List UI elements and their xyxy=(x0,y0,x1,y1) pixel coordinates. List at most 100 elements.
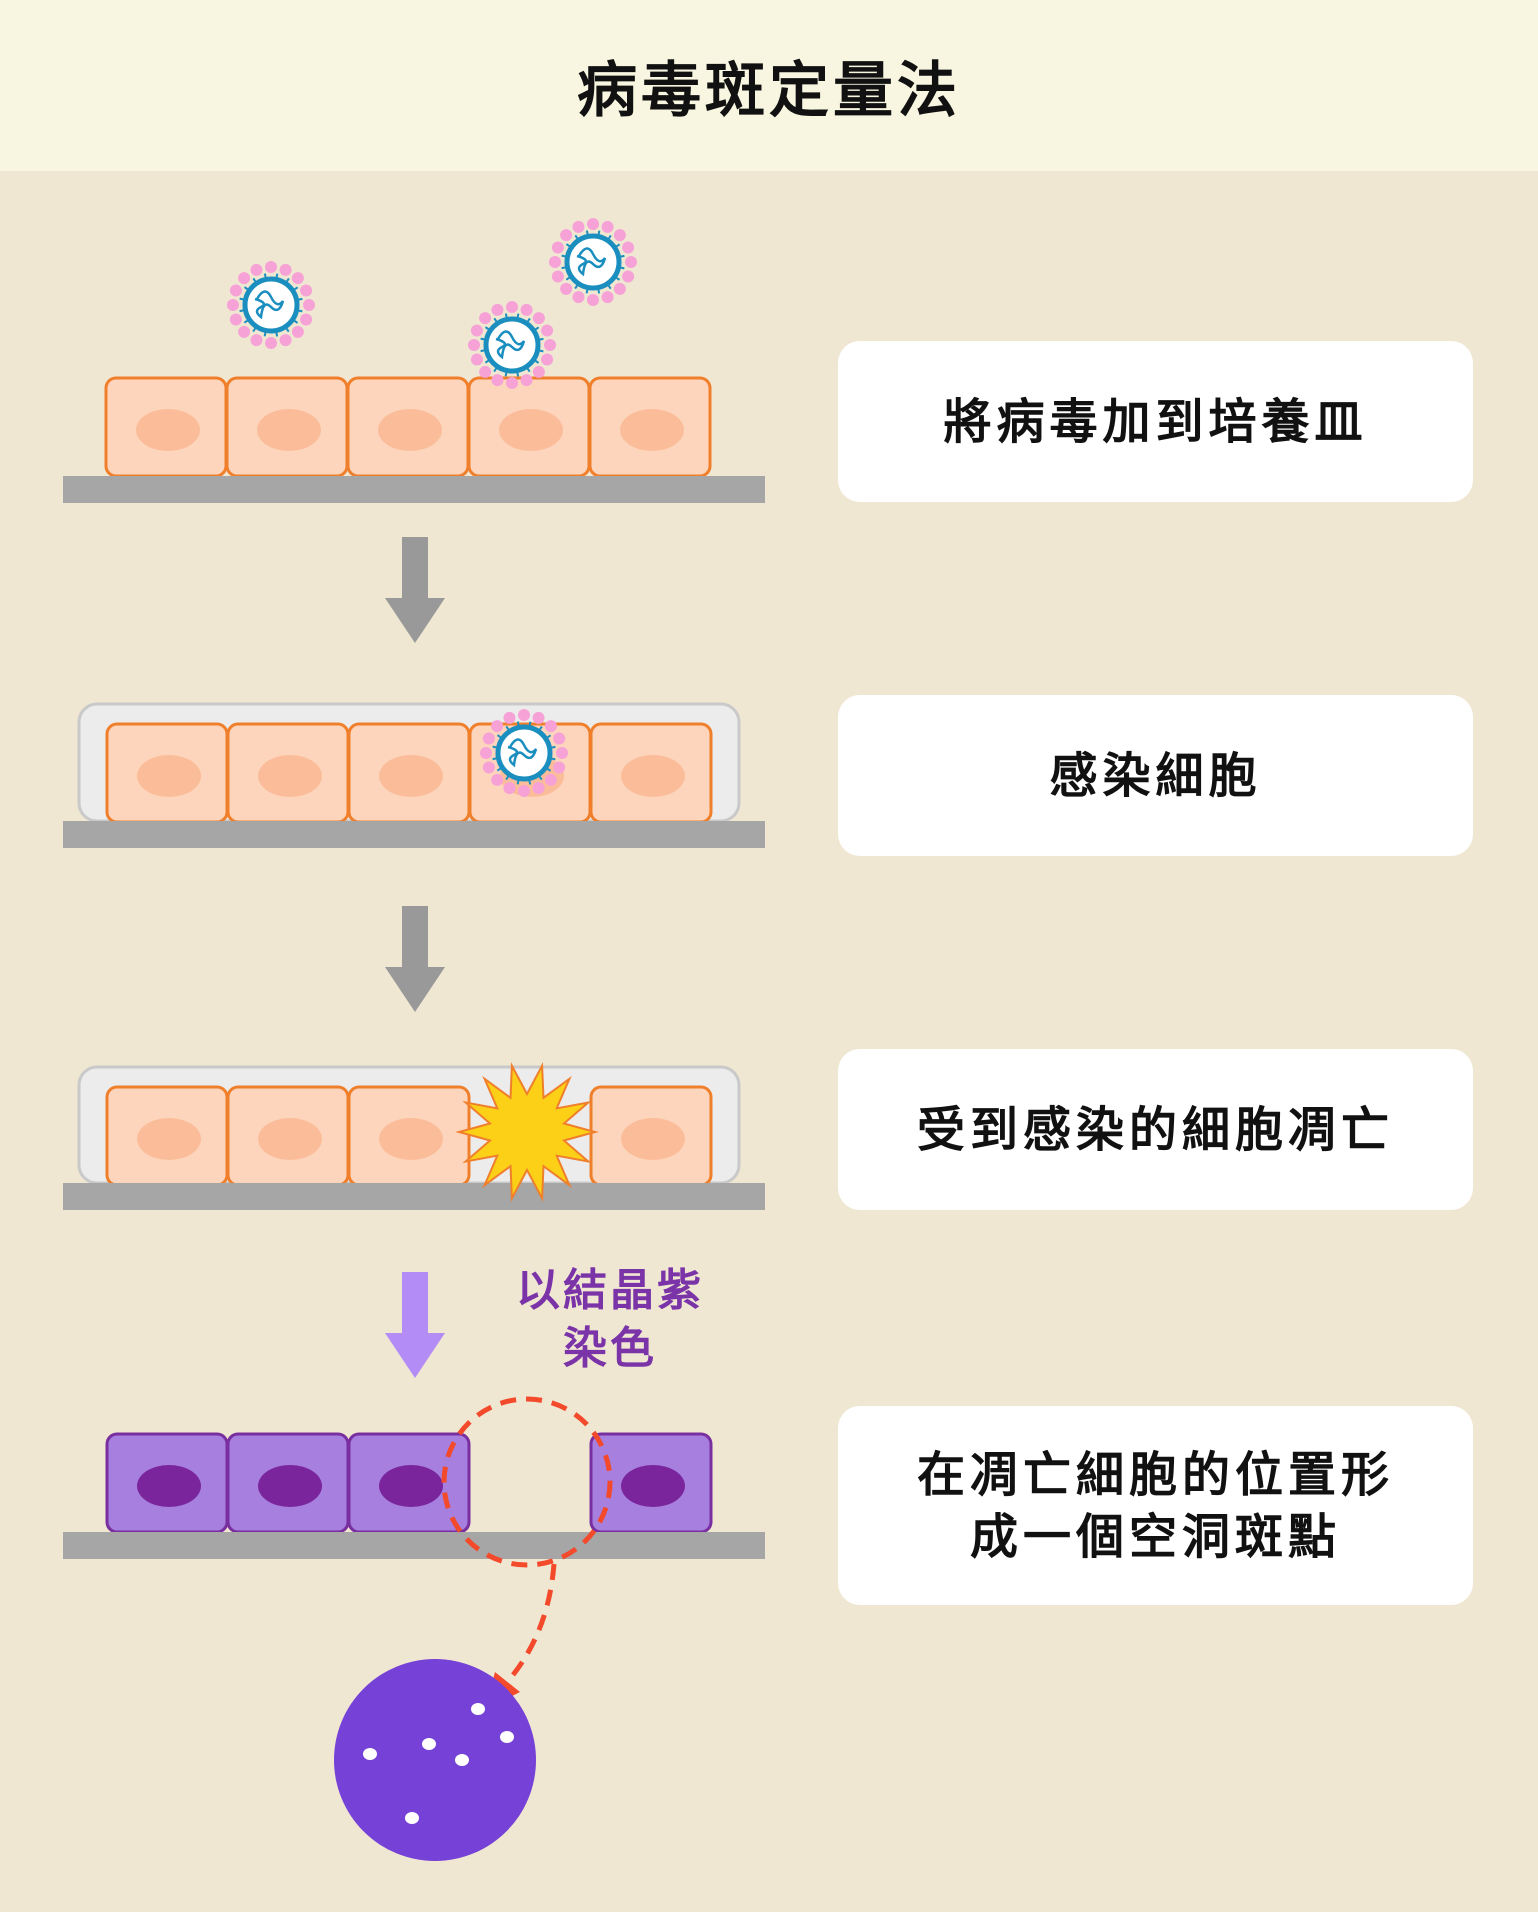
virus-genome xyxy=(507,738,538,768)
virus-spike xyxy=(482,761,495,774)
cell xyxy=(588,376,712,478)
plaque-dot xyxy=(471,1703,485,1715)
virus-spike xyxy=(556,747,568,759)
cell xyxy=(589,722,713,824)
virus-icon xyxy=(227,261,315,349)
cell-nucleus xyxy=(258,1465,322,1507)
cell xyxy=(225,376,349,478)
step-3-box: 受到感染的細胞凋亡 xyxy=(838,1049,1473,1210)
step-2-box: 感染細胞 xyxy=(838,695,1473,856)
stain-arrow-icon xyxy=(385,1272,445,1378)
step-1-box: 將病毒加到培養皿 xyxy=(838,341,1473,502)
stained-cell xyxy=(347,1432,471,1534)
virus-spike xyxy=(491,720,504,733)
virus-icon xyxy=(468,301,556,389)
down-arrow-icon xyxy=(385,906,445,1012)
cell-nucleus xyxy=(378,409,442,451)
cell-nucleus xyxy=(499,409,563,451)
virus-spike xyxy=(470,353,483,366)
step-4-label-line1: 在凋亡細胞的位置形 xyxy=(916,1446,1394,1503)
stain-label: 以結晶紫 染色 xyxy=(480,1262,740,1378)
virus-spike xyxy=(532,782,545,795)
cell xyxy=(105,1085,229,1187)
virus-spike xyxy=(479,365,492,378)
virus-spike xyxy=(553,732,566,745)
virus-spike xyxy=(503,782,516,795)
virus-spike xyxy=(587,294,599,306)
virus-spike xyxy=(572,220,585,233)
virus-spike xyxy=(238,272,251,285)
dashed-pointer xyxy=(498,1563,557,1692)
virus-spike xyxy=(491,773,504,786)
virus-spike xyxy=(482,732,495,745)
virus-spike xyxy=(560,282,573,295)
cell xyxy=(105,722,229,824)
virus-spike xyxy=(229,313,242,326)
plaque-dot xyxy=(500,1731,514,1743)
virus-spike xyxy=(601,220,614,233)
cell xyxy=(589,1085,713,1187)
virus-spike xyxy=(551,241,564,254)
plaque-dot xyxy=(422,1738,436,1750)
virus-capsid xyxy=(483,316,541,374)
stained-cell xyxy=(105,1432,229,1534)
plate xyxy=(63,476,765,503)
virus-genome xyxy=(254,290,285,320)
stain-label-line1: 以結晶紫 xyxy=(516,1265,704,1316)
virus-spike xyxy=(551,270,564,283)
title-band: 病毒斑定量法 xyxy=(0,0,1538,171)
virus-spike xyxy=(544,720,557,733)
virus-spike xyxy=(227,299,239,311)
cell xyxy=(347,722,471,824)
step-3-label: 受到感染的細胞凋亡 xyxy=(916,1101,1394,1158)
virus-spike xyxy=(506,301,518,313)
virus-spike xyxy=(468,339,480,351)
virus-spike xyxy=(518,709,530,721)
virus-genome xyxy=(495,330,526,360)
cell-nucleus xyxy=(257,409,321,451)
virus-spike xyxy=(572,291,585,304)
virus-spike xyxy=(553,761,566,774)
cell-nucleus xyxy=(379,1118,443,1160)
cell xyxy=(346,376,470,478)
virus-spike xyxy=(250,263,263,276)
cell-nucleus xyxy=(137,1118,201,1160)
virus-spike xyxy=(480,747,492,759)
cell-nucleus xyxy=(136,409,200,451)
virus-spike xyxy=(544,339,556,351)
virus-spike xyxy=(503,711,516,724)
virus-genome xyxy=(576,247,607,277)
virus-spike xyxy=(229,284,242,297)
plaque-highlight-circle xyxy=(441,1396,613,1568)
cell-nucleus xyxy=(379,755,443,797)
virus-spike xyxy=(518,785,530,797)
plaque-dot xyxy=(455,1754,469,1766)
cell-death-burst-icon xyxy=(455,1062,599,1202)
virus-spike xyxy=(622,241,635,254)
virus-spike xyxy=(300,284,313,297)
virus-spike xyxy=(613,229,626,242)
cell xyxy=(226,1085,350,1187)
cell-nucleus xyxy=(621,755,685,797)
virus-spike xyxy=(303,299,315,311)
virus-spike xyxy=(491,303,504,316)
virus-spike xyxy=(532,365,545,378)
cell xyxy=(104,376,228,478)
stained-dish xyxy=(334,1659,536,1861)
virus-spike xyxy=(587,218,599,230)
virus-spike xyxy=(532,711,545,724)
virus-spike xyxy=(265,261,277,273)
virus-spike xyxy=(238,325,251,338)
virus-spike xyxy=(544,773,557,786)
virus-spike xyxy=(506,377,518,389)
virus-spike xyxy=(250,334,263,347)
cell-nucleus xyxy=(137,755,201,797)
virus-spike xyxy=(601,291,614,304)
plate xyxy=(63,1532,765,1559)
cell-nucleus xyxy=(620,409,684,451)
plate xyxy=(63,1183,765,1210)
virus-spike xyxy=(549,256,561,268)
virus-spike xyxy=(470,324,483,337)
step-4-label-line2: 成一個空洞斑點 xyxy=(969,1508,1341,1565)
cell-nucleus xyxy=(258,755,322,797)
